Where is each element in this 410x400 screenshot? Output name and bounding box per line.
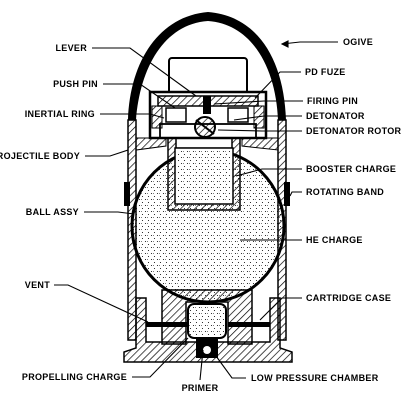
label-he-charge: HE CHARGE (306, 235, 363, 245)
label-cartridge-case: CARTRIDGE CASE (306, 293, 391, 303)
label-low-pressure-chamber: LOW PRESSURE CHAMBER (251, 373, 379, 383)
label-rotating-band: ROTATING BAND (306, 187, 384, 197)
label-booster-charge: BOOSTER CHARGE (306, 164, 396, 174)
label-detonator-rotor: DETONATOR ROTOR (306, 126, 402, 136)
label-pd-fuze: PD FUZE (305, 67, 346, 77)
ball-assembly (130, 147, 286, 304)
label-primer: PRIMER (182, 383, 219, 393)
label-propelling-charge: PROPELLING CHARGE (22, 372, 127, 382)
label-detonator: DETONATOR (306, 111, 365, 121)
label-firing-pin: FIRING PIN (307, 96, 358, 106)
label-projectile-body: PROJECTILE BODY (0, 151, 80, 161)
label-group: OGIVE LEVER PD FUZE PUSH PIN FIRING PIN … (0, 37, 402, 393)
label-lever: LEVER (55, 43, 87, 53)
label-inertial-ring: INERTIAL RING (25, 109, 95, 119)
label-vent: VENT (25, 280, 50, 290)
leader-lines (54, 40, 338, 381)
label-ball-assy: BALL ASSY (26, 207, 79, 217)
cartridge-base (123, 289, 293, 363)
label-push-pin: PUSH PIN (53, 79, 98, 89)
label-ogive: OGIVE (343, 37, 373, 47)
